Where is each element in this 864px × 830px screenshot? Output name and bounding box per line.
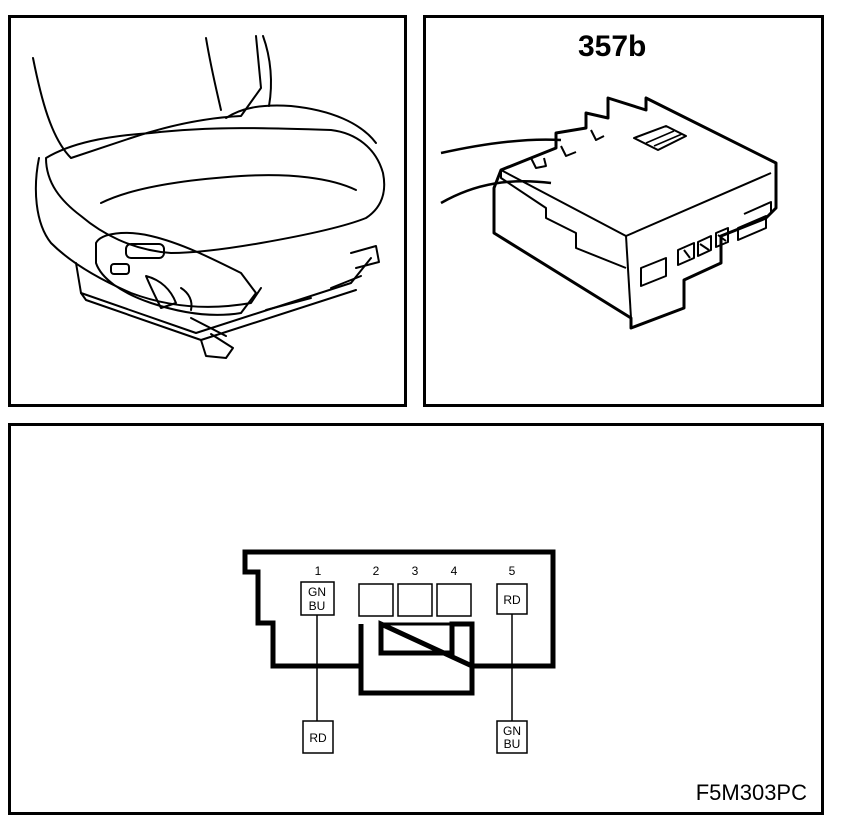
pin-1-wire-color-1: GN [308, 585, 326, 599]
pin-number-4: 4 [451, 564, 458, 578]
module-title: 357b [578, 30, 647, 63]
control-module-panel: 357b [423, 15, 824, 407]
seat-illustration-panel [8, 15, 407, 407]
mating-wire-1-color: RD [309, 731, 327, 745]
seat-illustration [32, 35, 386, 359]
pin-cavity-2 [358, 583, 394, 617]
pin-number-2: 2 [373, 564, 380, 578]
pin-number-1: 1 [315, 564, 322, 578]
pin-cavity-3 [397, 583, 433, 617]
pin-number-5: 5 [509, 564, 516, 578]
pin-cavity-4 [436, 583, 472, 617]
mating-wire-box-1 [302, 720, 334, 754]
mating-wire-5-color-1: GN [503, 724, 521, 738]
pin-number-3: 3 [412, 564, 419, 578]
pin-1-wire-color-2: BU [309, 599, 326, 613]
connector-pinout-panel: 1 2 3 4 5 GN BU RD RD GN BU F5M303PC [8, 423, 824, 815]
pin-5-wire-color: RD [503, 593, 521, 607]
mating-wire-box-5 [496, 720, 528, 754]
connector-pinout-diagram: 1 2 3 4 5 GN BU RD RD GN BU [242, 549, 556, 754]
connector-latch [358, 620, 475, 670]
control-module-illustration [440, 96, 778, 330]
mating-wire-5-color-2: BU [504, 737, 521, 751]
figure-code: F5M303PC [695, 780, 807, 805]
